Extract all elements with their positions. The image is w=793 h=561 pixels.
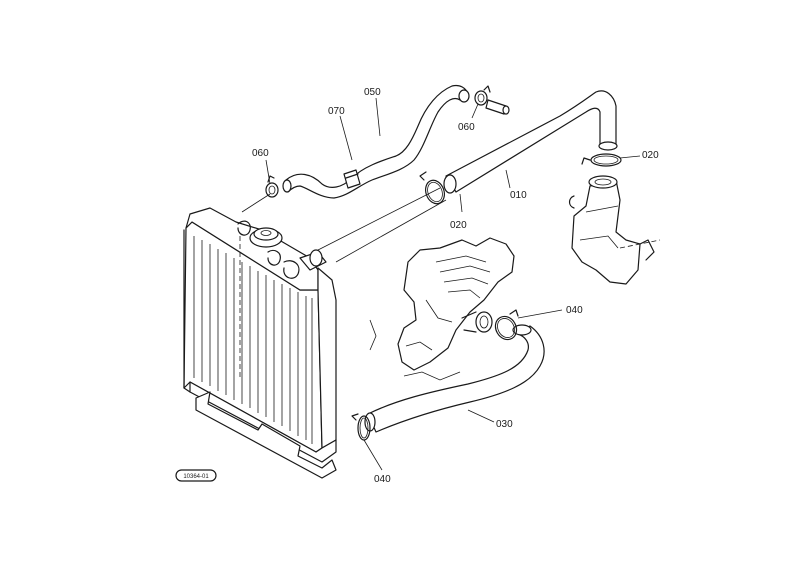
reference-code-badge: 10364-01 xyxy=(175,469,217,482)
label-010: 010 xyxy=(510,190,527,201)
clip-070 xyxy=(343,169,361,189)
label-040-lower: 040 xyxy=(374,474,391,485)
clamp-040-upper xyxy=(494,309,519,341)
label-070: 070 xyxy=(328,106,345,117)
label-030: 030 xyxy=(496,419,513,430)
clamp-020-lower xyxy=(419,171,446,205)
label-050: 050 xyxy=(364,87,381,98)
radiator-fins xyxy=(193,236,313,444)
hose-030 xyxy=(364,324,545,433)
clamp-060-right xyxy=(474,85,491,106)
radiator-cap xyxy=(249,227,283,248)
label-020-upper: 020 xyxy=(642,150,659,161)
leader-lines xyxy=(265,97,641,471)
reference-code: 10364-01 xyxy=(183,474,209,480)
thermostat-housing xyxy=(568,175,661,285)
hose-050 xyxy=(282,84,470,199)
engine-block xyxy=(369,237,515,381)
clamp-020-upper xyxy=(581,153,622,167)
hose-010 xyxy=(317,90,618,263)
label-040-upper: 040 xyxy=(566,305,583,316)
nipple-fitting xyxy=(485,99,510,115)
clamp-060-left xyxy=(265,175,279,198)
label-060-left: 060 xyxy=(252,148,269,159)
label-020-lower: 020 xyxy=(450,220,467,231)
radiator xyxy=(183,207,337,479)
label-060-right: 060 xyxy=(458,122,475,133)
leader-line xyxy=(241,193,271,213)
